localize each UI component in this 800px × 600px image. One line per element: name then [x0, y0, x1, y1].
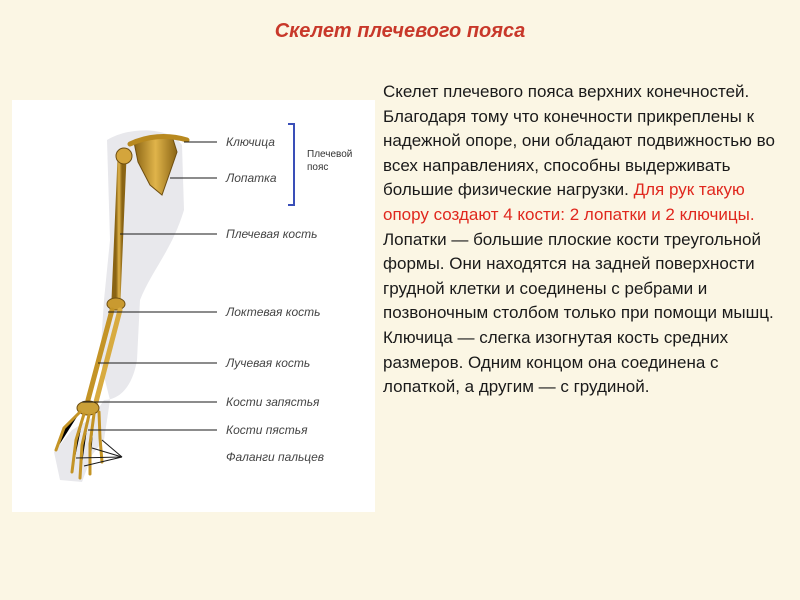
description-part2: Лопатки — большие плоские кости треуголь…	[383, 229, 774, 397]
label-radius: Лучевая кость	[226, 356, 311, 370]
label-ulna: Локтевая кость	[226, 305, 321, 319]
elbow-joint	[106, 297, 126, 311]
humerus-bone	[111, 153, 127, 305]
arm-skeleton-figure: Ключица Лопатка Плечевая кость Локтевая …	[12, 100, 375, 512]
shoulder-girdle-label-line1: Плечевой	[307, 149, 353, 160]
radius-bone	[93, 307, 123, 405]
label-humerus: Плечевая кость	[226, 227, 318, 241]
label-carpals: Кости запястья	[226, 395, 320, 409]
shoulder-girdle-label-line2: пояс	[307, 162, 329, 173]
label-lines	[75, 141, 217, 467]
label-clavicle: Ключица	[226, 135, 275, 149]
ulna-bone	[85, 307, 115, 403]
arm-skeleton-illustration	[54, 123, 295, 482]
shoulder-girdle-label: Плечевой пояс	[307, 148, 352, 174]
humerus-head	[115, 147, 133, 165]
description-part1: Скелет плечевого пояса верхних конечност…	[383, 82, 775, 200]
description-highlight: Для рук такую опору создают 4 кости: 2 л…	[383, 180, 755, 224]
hand-bones	[54, 410, 104, 480]
shoulder-girdle-bracket	[288, 123, 295, 206]
label-phalanges: Фаланги пальцев	[226, 450, 325, 464]
description-text: Скелет плечевого пояса верхних конечност…	[383, 80, 783, 400]
label-metacarpals: Кости пястья	[226, 423, 308, 437]
label-scapula: Лопатка	[226, 171, 277, 185]
page-title: Скелет плечевого пояса	[274, 20, 526, 42]
clavicle-bone	[127, 134, 190, 147]
